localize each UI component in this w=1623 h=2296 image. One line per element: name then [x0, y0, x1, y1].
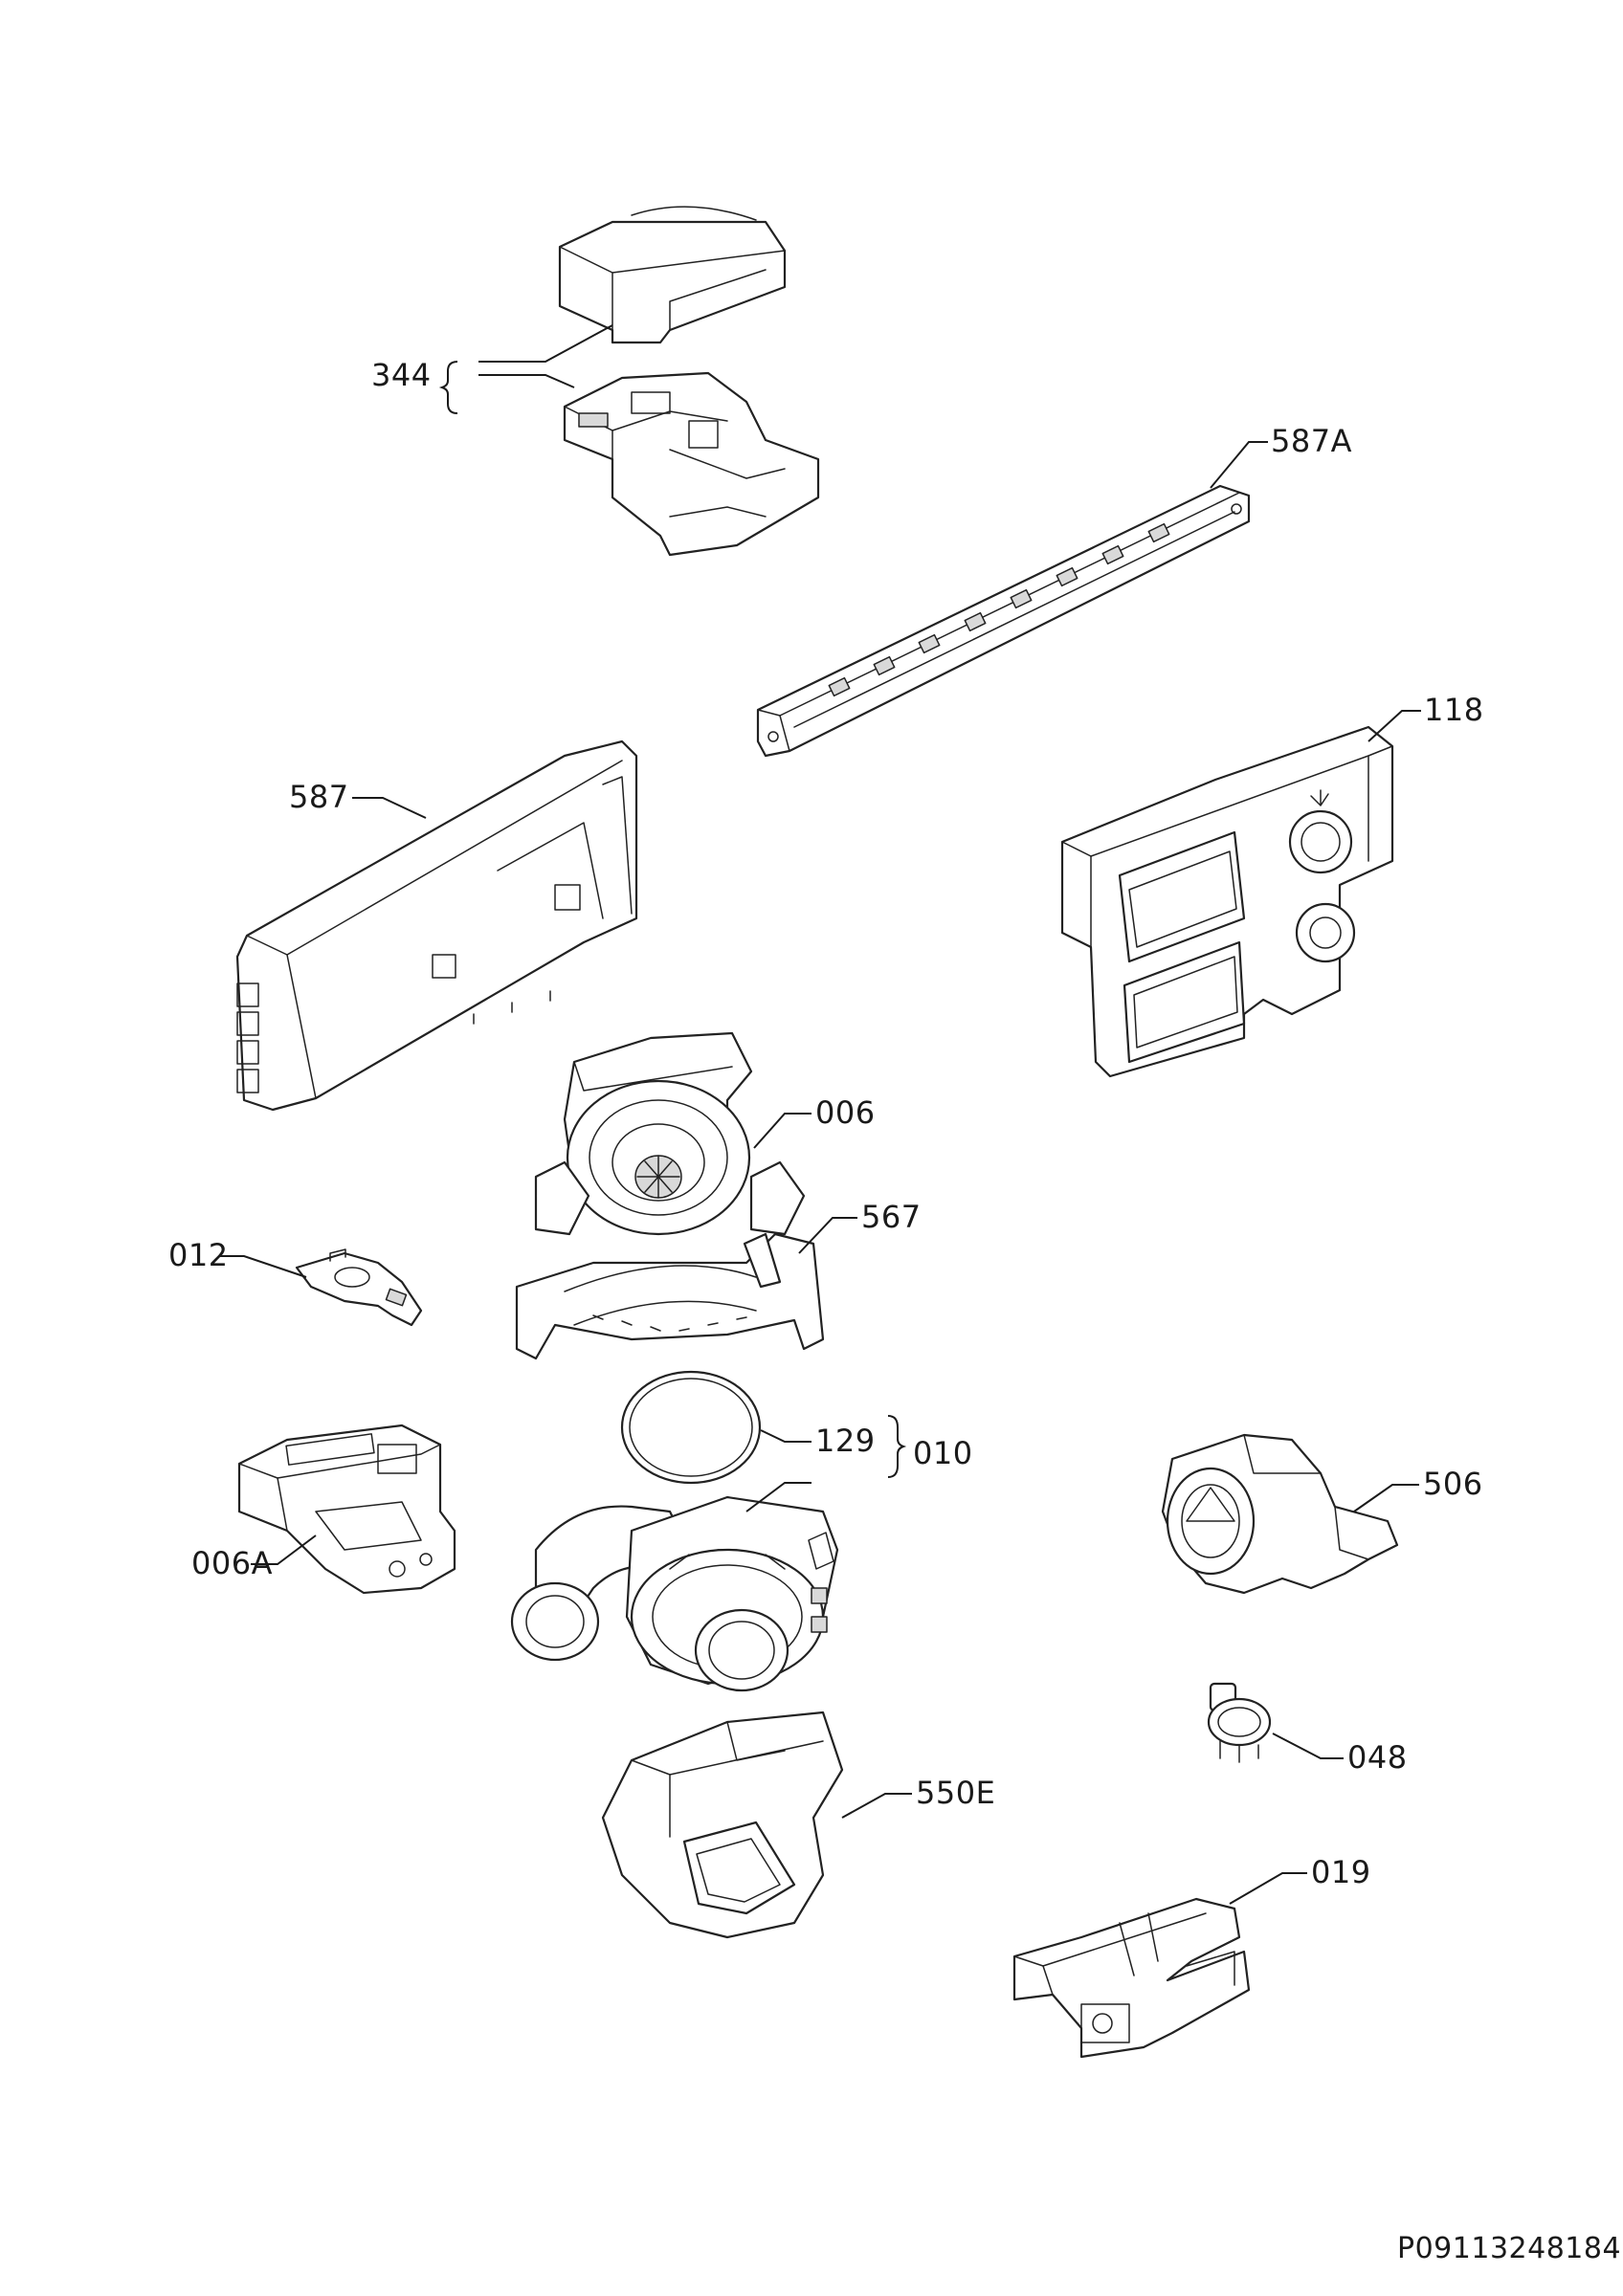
- part-587-electronic-module: [235, 740, 638, 1112]
- callout-129: 129: [760, 1423, 876, 1459]
- callout-006: 006: [753, 1094, 876, 1149]
- part-048-sensor: [1207, 1682, 1272, 1763]
- part-344-cover: [558, 206, 787, 344]
- part-012-sensor: [295, 1248, 423, 1327]
- part-019-door-lock: [1012, 1897, 1251, 2059]
- part-006A-drain-pump: [1161, 1433, 1399, 1595]
- callout-label-344: 344: [371, 357, 432, 393]
- callout-010: 010: [887, 1415, 973, 1478]
- module-side-connectors: [236, 982, 259, 1093]
- callout-550E: 550E: [841, 1775, 995, 1819]
- part-506-tray: [237, 1424, 456, 1595]
- callout-label-010: 010: [913, 1435, 973, 1471]
- callout-006A: 506: [1353, 1466, 1483, 1512]
- part-118-dispenser: [1060, 725, 1394, 1078]
- callout-587A: 587A: [1210, 423, 1352, 489]
- part-550E-cover: [601, 1711, 844, 1939]
- control-strip-buttons: [828, 522, 1170, 697]
- callout-048: 048: [1272, 1733, 1408, 1776]
- callout-label-118: 118: [1424, 692, 1484, 728]
- callout-label-019: 019: [1311, 1854, 1371, 1890]
- callout-label-587A: 587A: [1271, 423, 1352, 459]
- callout-118: 118: [1367, 692, 1484, 742]
- callout-label-012: 012: [168, 1237, 229, 1273]
- callout-506: 006A: [191, 1534, 317, 1581]
- callout-label-006A: 506: [1423, 1466, 1483, 1502]
- callout-012: 012: [168, 1237, 307, 1278]
- callout-label-550E: 550E: [916, 1775, 995, 1811]
- callout-019: 019: [1229, 1854, 1371, 1905]
- callout-587: 587: [289, 779, 427, 819]
- part-567-bracket: [515, 1232, 825, 1360]
- callout-label-567: 567: [861, 1199, 922, 1235]
- drawing-number: P09113248184: [1397, 2232, 1621, 2265]
- part-344-module: [563, 371, 820, 557]
- callout-label-129: 129: [815, 1423, 876, 1459]
- callout-010-leader: [745, 1482, 812, 1512]
- part-010-heat-pump: [510, 1495, 839, 1692]
- callout-567: 567: [798, 1199, 922, 1254]
- callout-label-006: 006: [815, 1094, 876, 1131]
- callout-label-048: 048: [1347, 1739, 1408, 1776]
- callout-label-587: 587: [289, 779, 349, 815]
- part-129-seal-ring: [620, 1370, 762, 1485]
- part-587A-control-strip: [756, 484, 1251, 758]
- callout-344: 344: [371, 324, 613, 414]
- part-006-circulation-pump: [534, 1031, 806, 1236]
